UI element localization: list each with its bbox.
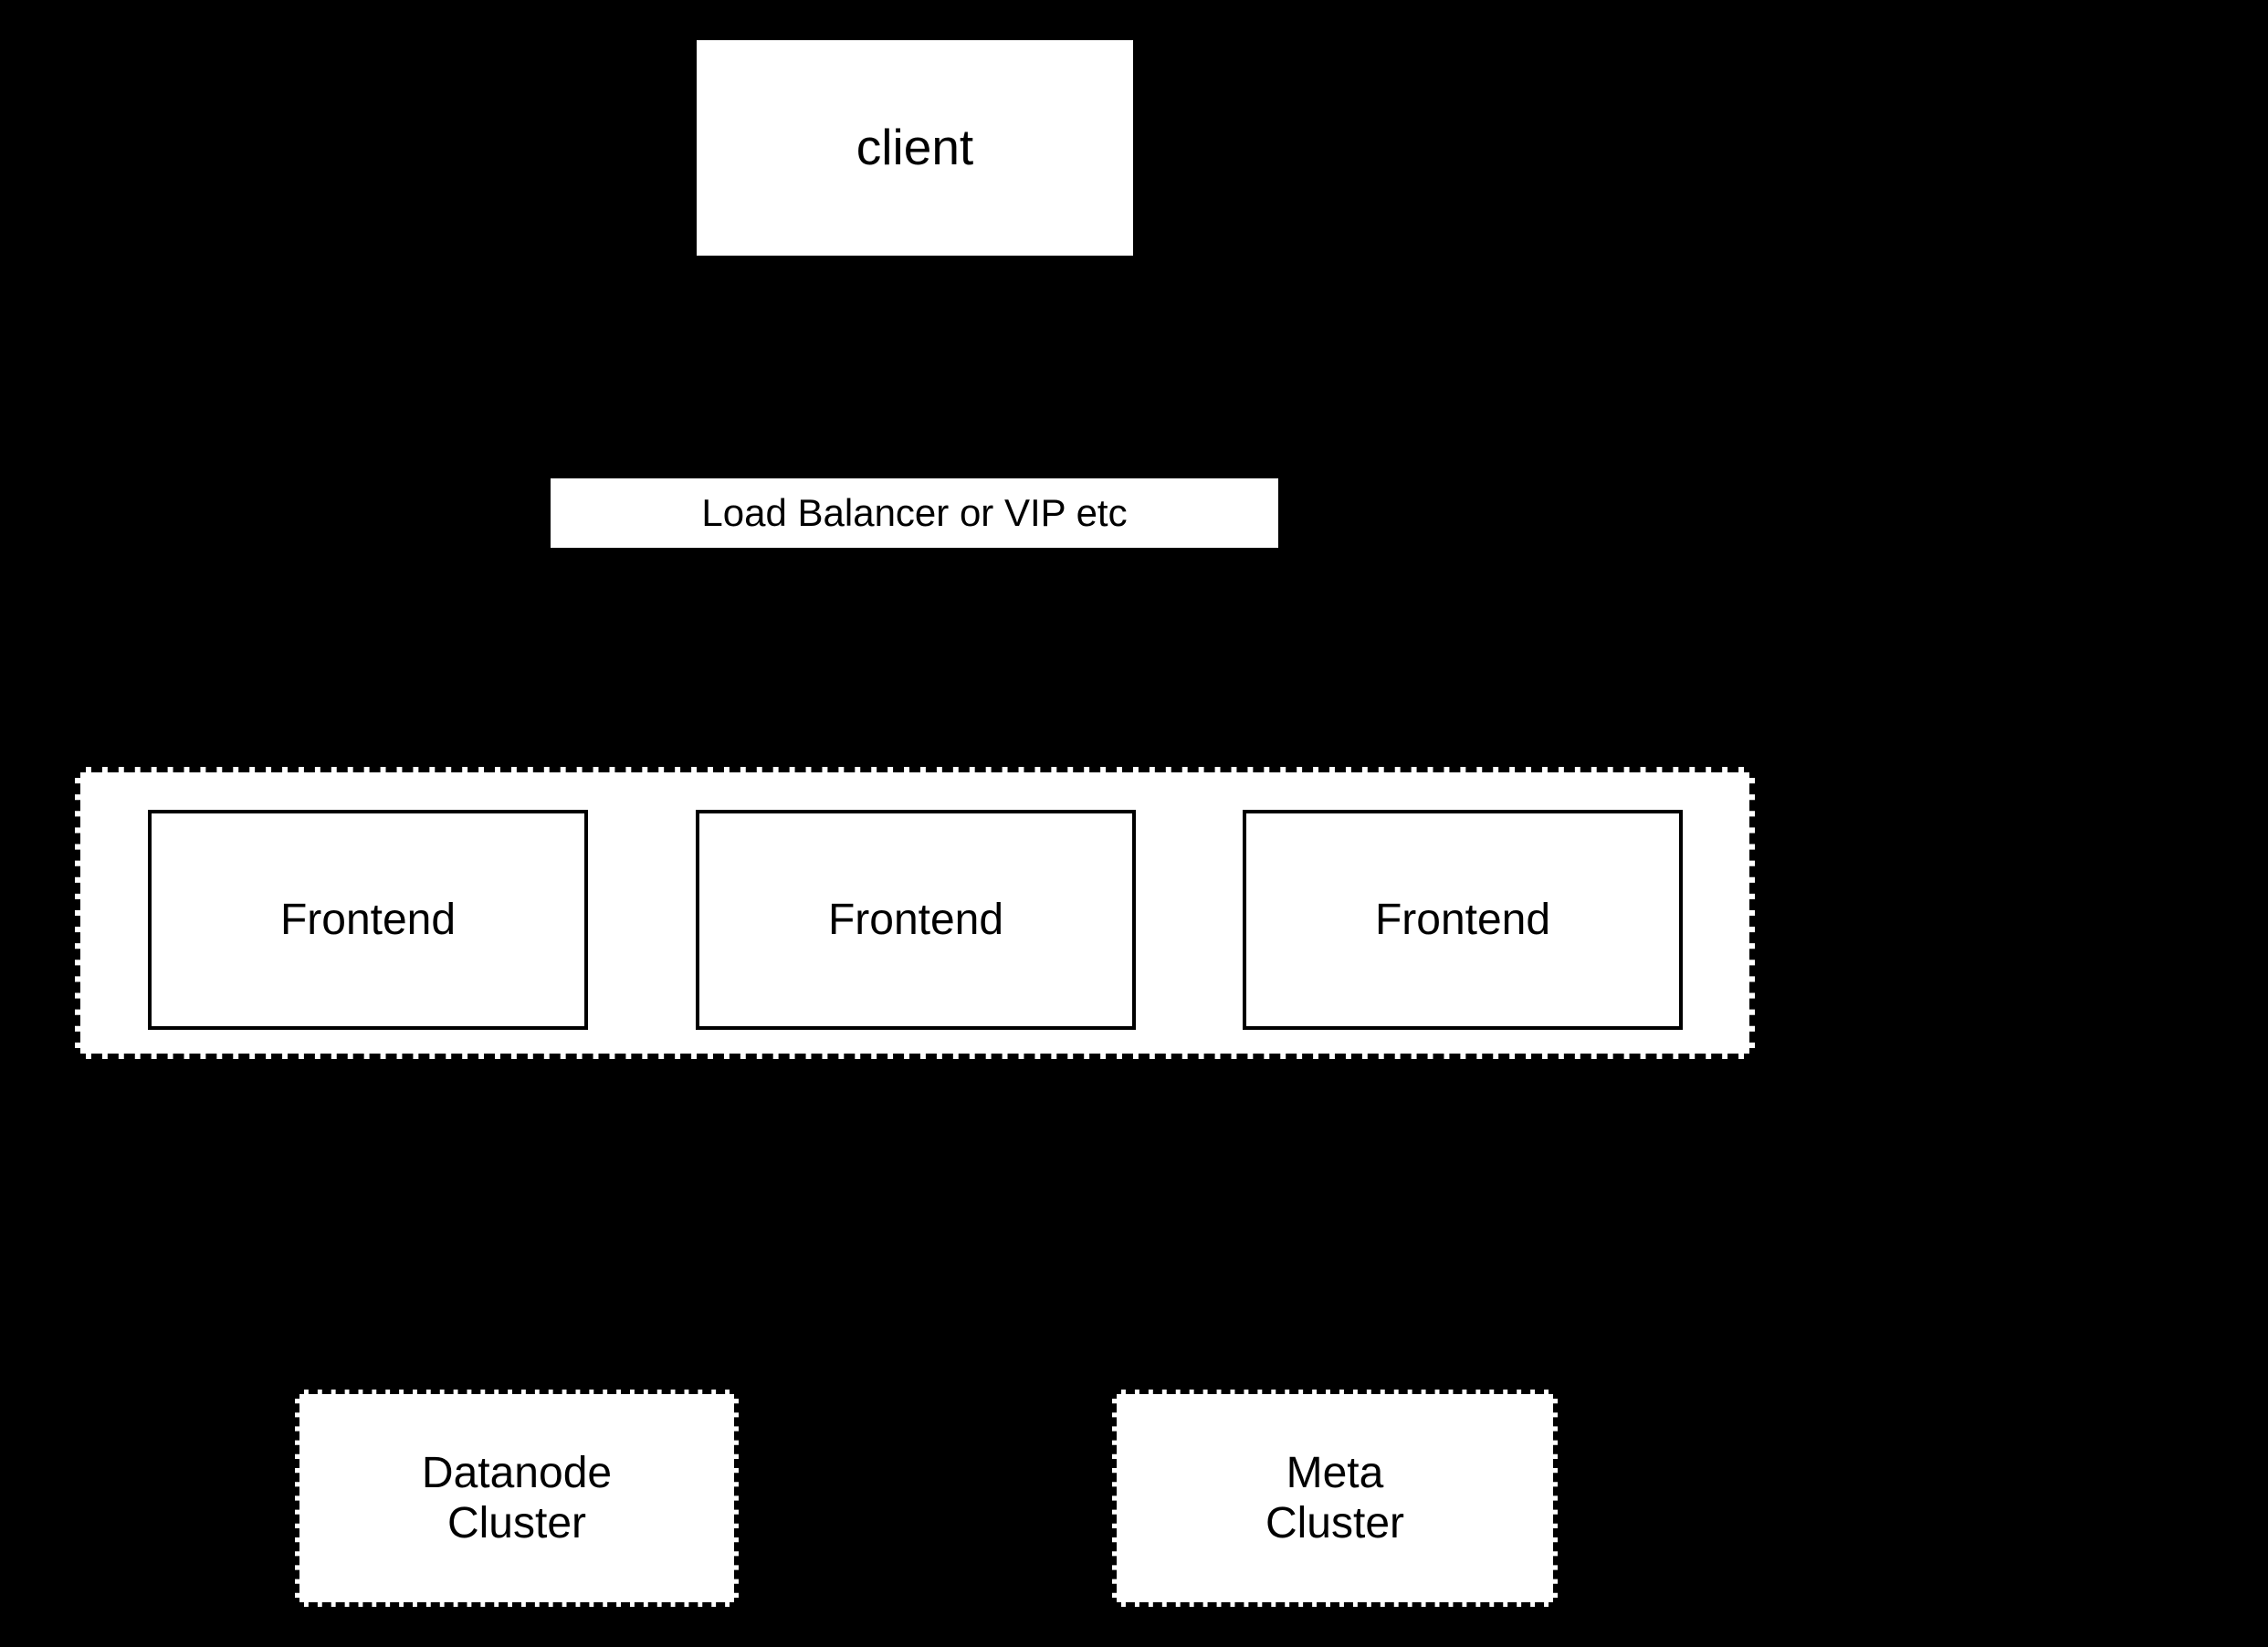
frontend-node-1-label: Frontend: [279, 895, 457, 944]
client-node[interactable]: client: [697, 40, 1133, 256]
datanode-cluster-node[interactable]: Datanode Cluster: [295, 1390, 739, 1607]
frontend-cluster-group[interactable]: Frontend Frontend Frontend: [75, 767, 1755, 1059]
frontend-node-3[interactable]: Frontend: [1243, 810, 1683, 1030]
datanode-cluster-node-label: Datanode Cluster: [421, 1448, 613, 1547]
client-node-label: client: [856, 119, 974, 176]
load-balancer-node[interactable]: Load Balancer or VIP etc: [551, 478, 1278, 548]
meta-cluster-node[interactable]: Meta Cluster: [1112, 1390, 1558, 1607]
load-balancer-node-label: Load Balancer or VIP etc: [701, 490, 1128, 534]
meta-cluster-node-label: Meta Cluster: [1265, 1448, 1405, 1547]
frontend-node-1[interactable]: Frontend: [148, 810, 588, 1030]
frontend-node-2-label: Frontend: [827, 895, 1004, 944]
frontend-node-3-label: Frontend: [1374, 895, 1551, 944]
frontend-node-2[interactable]: Frontend: [696, 810, 1136, 1030]
